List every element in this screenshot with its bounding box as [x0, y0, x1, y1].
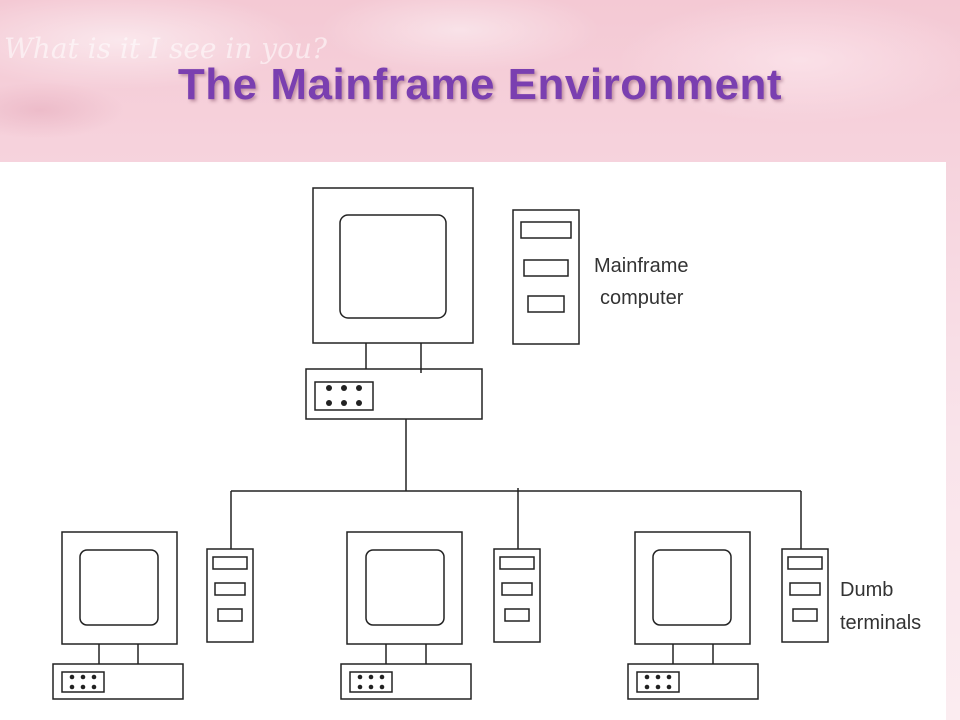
terminal-3 [627, 531, 829, 700]
diagram-panel: Mainframe computer [0, 162, 946, 720]
mainframe-diagram: Mainframe computer [52, 187, 921, 700]
mainframe-keyboard [305, 368, 483, 420]
terminals-label-line2: terminals [840, 612, 921, 634]
mainframe-tower [512, 209, 580, 345]
background-script-text: What is it I see in you? [4, 32, 327, 65]
terminal-2 [340, 531, 541, 700]
terminal-1 [52, 531, 254, 700]
mainframe-label-line1: Mainframe [594, 255, 688, 277]
slide-title: The Mainframe Environment [177, 60, 783, 109]
terminals-label-line1: Dumb [840, 579, 893, 601]
mainframe-monitor [312, 187, 474, 373]
network-bus [230, 419, 802, 549]
mainframe-label-line2: computer [600, 287, 684, 309]
